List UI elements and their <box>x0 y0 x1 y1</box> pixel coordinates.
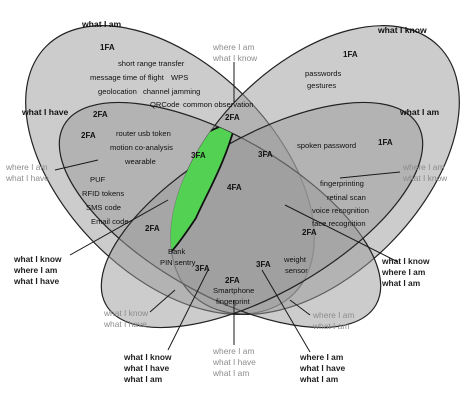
item-fingerprinting: fingerprinting <box>320 179 364 188</box>
item-wps: WPS <box>171 73 188 82</box>
level-bottom-center: 2FA <box>225 276 240 285</box>
level-lower-left: 2FA <box>145 224 160 233</box>
leader-bottom-right <box>289 299 311 316</box>
level-top-left: 1FA <box>100 43 115 52</box>
item-voice-recognition: voice recognition <box>312 206 369 215</box>
item-puf: PUF <box>90 175 106 184</box>
callout-bottom-1-3: what I am <box>123 374 162 384</box>
callout-right-mid-2: where I am <box>381 267 425 277</box>
item-retinal-scan: retinal scan <box>327 193 366 202</box>
item-channel-jamming: channel jamming <box>143 87 200 96</box>
callout-bottom-1-1: what I know <box>123 352 172 362</box>
level-top-overlap: 2FA <box>225 113 240 122</box>
item-email-code: Email code <box>91 217 129 226</box>
item-motion-co-analysis: motion co-analysis <box>110 143 173 152</box>
item-geolocation: geolocation <box>98 87 137 96</box>
level-bottom-left: 3FA <box>195 264 210 273</box>
set-name-top-left: what I am <box>81 19 122 29</box>
leader-bottom-1 <box>167 269 209 351</box>
callout-right-mid-3: what I am <box>381 278 420 288</box>
leader-left-bold <box>69 199 169 256</box>
item-qrcode: QRCode <box>150 100 180 109</box>
level-bottom-right: 3FA <box>256 260 271 269</box>
set-name-left: what I have <box>21 107 69 117</box>
level-lower-right: 2FA <box>302 228 317 237</box>
callout-right-top-1: where I am <box>402 162 444 172</box>
leader-lines <box>54 62 401 353</box>
callout-bottom-right-2: what I am <box>312 321 349 331</box>
item-short-range-transfer: short range transfer <box>118 59 185 68</box>
item-router-usb-token: router usb token <box>116 129 171 138</box>
callout-bottom-left-2: what I have <box>103 319 147 329</box>
callout-bottom-2-2: what I have <box>212 357 256 367</box>
set-name-top-right: what I know <box>377 25 427 35</box>
leader-bottom-left <box>149 289 176 313</box>
callout-right-top-2: what I know <box>402 173 448 183</box>
level-right-overlap: 3FA <box>258 150 273 159</box>
item-fingerprint: fingerprint <box>216 297 251 306</box>
item-smartphone: Smartphone <box>213 286 254 295</box>
level-left: 2FA <box>93 110 108 119</box>
callout-left-bold-2: where I am <box>13 265 57 275</box>
callout-bottom-right-1: where I am <box>312 310 354 320</box>
level-green-center: 3FA <box>191 151 206 160</box>
item-spoken-password: spoken password <box>297 141 356 150</box>
callout-top-2: what I know <box>212 53 258 63</box>
item-face-recognition: face recognition <box>312 219 366 228</box>
item-pin-sentry: PIN sentry <box>160 258 196 267</box>
callout-bottom-2-3: what I am <box>212 368 249 378</box>
set-name-right: what I am <box>399 107 440 117</box>
callout-bottom-3-1: where I am <box>299 352 343 362</box>
callout-bottom-3-2: what I have <box>299 363 345 373</box>
level-left-overlap: 2FA <box>81 131 96 140</box>
level-center: 4FA <box>227 183 242 192</box>
callout-bottom-2-1: where I am <box>212 346 254 356</box>
item-passwords: passwords <box>305 69 341 78</box>
callout-bottom-left-1: what I know <box>103 308 149 318</box>
item-weight: weight <box>283 255 307 264</box>
callout-left-bold-3: what I have <box>13 276 59 286</box>
set-ellipses <box>25 25 460 329</box>
callout-left-top-2: what I have <box>5 173 49 183</box>
item-message-time-of-flight: message time of flight <box>90 73 165 82</box>
item-rfid-tokens: RFID tokens <box>82 189 124 198</box>
leader-right-top <box>339 171 401 179</box>
callout-top-1: where I am <box>212 42 254 52</box>
leader-right-mid <box>284 204 399 263</box>
leader-bottom-3 <box>261 269 311 353</box>
item-common-observation-1: common observation <box>183 100 254 109</box>
item-bank: Bank <box>168 247 186 256</box>
callout-left-bold-1: what I know <box>13 254 62 264</box>
callout-left-top-1: where I am <box>5 162 47 172</box>
callout-right-mid-1: what I know <box>381 256 430 266</box>
leader-left-top <box>54 159 99 171</box>
callout-bottom-1-2: what I have <box>123 363 169 373</box>
item-sensor: sensor <box>285 266 308 275</box>
level-right: 1FA <box>378 138 393 147</box>
callout-bottom-3-3: what I am <box>299 374 338 384</box>
level-top-right: 1FA <box>343 50 358 59</box>
item-gestures: gestures <box>307 81 336 90</box>
item-sms-code: SMS code <box>86 203 121 212</box>
item-wearable: wearable <box>124 157 156 166</box>
